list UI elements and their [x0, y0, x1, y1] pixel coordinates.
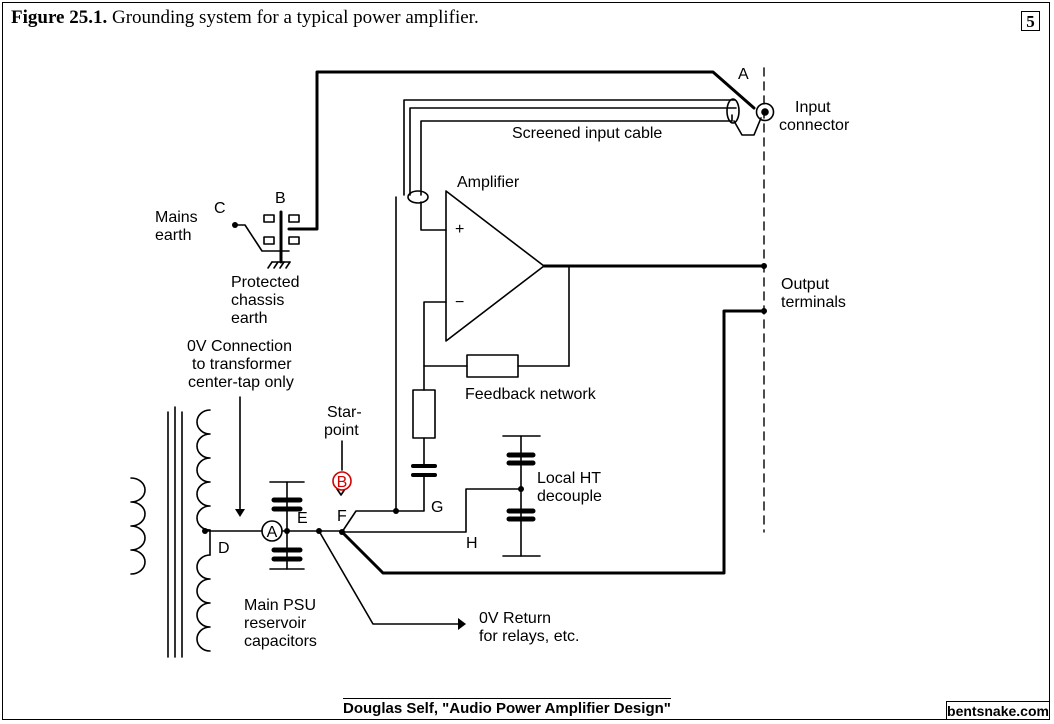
site-watermark: bentsnake.com: [946, 701, 1050, 720]
transformer-secondary-top: [196, 409, 211, 531]
opamp-triangle: [445, 190, 545, 342]
input-connector-ring: [755, 102, 775, 122]
connector-body: [733, 117, 762, 136]
feedback-shunt-resistor: [412, 389, 436, 439]
source-credit: Douglas Self, "Audio Power Amplifier Des…: [343, 698, 671, 717]
washer-bl: [263, 236, 275, 245]
cable-line-mid: [409, 107, 737, 196]
input-connector-pin: [761, 108, 769, 116]
label-zero-v-3: center-tap only: [188, 374, 294, 391]
star-point-badge: [332, 471, 352, 491]
junction-g: [393, 508, 399, 514]
label-point-h: H: [466, 535, 478, 552]
label-psu-1: Main PSU: [244, 597, 316, 614]
cap-to-g: [341, 474, 425, 533]
washer-tr: [288, 214, 300, 223]
zero-v-arrow-head: [235, 509, 245, 517]
output-terminal-top: [761, 263, 767, 269]
label-screened-cable: Screened input cable: [512, 125, 662, 142]
label-return-2: for relays, etc.: [479, 628, 579, 645]
label-psu-2: reservoir: [244, 615, 307, 632]
transformer-secondary-bottom: [196, 554, 211, 652]
page-number-badge: 5: [1021, 11, 1040, 31]
label-return-1: 0V Return: [479, 610, 551, 627]
label-amplifier: Amplifier: [457, 174, 520, 191]
washer-tl: [263, 214, 275, 223]
junction-e: [284, 528, 290, 534]
label-star-1: Star-: [327, 404, 362, 421]
junction-f: [339, 529, 345, 535]
label-feedback: Feedback network: [465, 386, 597, 403]
label-point-d: D: [218, 540, 230, 557]
cable-line-inner: [420, 114, 733, 196]
ground-hatch-1: [267, 261, 273, 269]
label-minus-input: −: [455, 294, 464, 311]
label-psu-3: capacitors: [244, 633, 317, 650]
label-output-1: Output: [781, 276, 830, 293]
return-arrow-head: [458, 618, 466, 630]
label-plus-input: +: [455, 221, 464, 238]
label-point-g: G: [431, 499, 443, 516]
figure-title: Figure 25.1. Grounding system for a typi…: [11, 7, 479, 29]
label-protected-1: Protected: [231, 274, 299, 291]
zero-v-return-wire: [318, 530, 459, 625]
figure-number: Figure 25.1.: [11, 7, 108, 28]
label-point-c: C: [214, 200, 226, 217]
ground-hatch-2: [273, 261, 279, 269]
output-return-wire: [340, 309, 766, 575]
minus-input-wire: [423, 301, 447, 391]
label-mains-earth-2: earth: [155, 227, 191, 244]
junction-d: [202, 528, 208, 534]
cable-line-outer: [403, 99, 736, 196]
ground-hatch-3: [279, 261, 285, 269]
label-point-f: F: [337, 508, 347, 525]
label-zero-v-2: to transformer: [192, 356, 292, 373]
label-zero-v-1: 0V Connection: [187, 338, 292, 355]
label-local-ht-2: decouple: [537, 488, 602, 505]
cable-screen-ellipse-right: [726, 98, 740, 124]
washer-br: [288, 236, 300, 245]
mains-earth-wire: [234, 224, 290, 252]
label-point-a: A: [738, 66, 749, 83]
current-node-a-letter: A: [267, 524, 278, 541]
label-output-2: terminals: [781, 294, 846, 311]
label-mains-earth-1: Mains: [155, 209, 198, 226]
label-star-2: point: [324, 422, 359, 439]
label-local-ht-1: Local HT: [537, 470, 601, 487]
transformer-primary: [130, 477, 146, 575]
junction-c: [232, 222, 238, 228]
star-point-badge-letter: B: [337, 474, 348, 491]
label-input-connector-1: Input: [795, 99, 831, 116]
star-pointer-head: [336, 488, 346, 496]
cable-screen-ellipse-left: [407, 190, 429, 204]
wire-a-to-b: [287, 70, 756, 231]
wire-f-to-h: [341, 488, 522, 533]
label-point-b: B: [275, 190, 286, 207]
output-terminal-bottom: [761, 308, 767, 314]
label-input-connector-2: connector: [779, 117, 850, 134]
junction-return: [316, 528, 322, 534]
label-protected-3: earth: [231, 310, 267, 327]
wire-to-plus: [420, 201, 447, 231]
ground-hatch-4: [285, 261, 291, 269]
junction-h: [518, 486, 524, 492]
figure-caption: Grounding system for a typical power amp…: [111, 7, 479, 28]
label-protected-2: chassis: [231, 292, 284, 309]
feedback-resistor: [466, 354, 519, 378]
label-point-e: E: [297, 510, 308, 527]
